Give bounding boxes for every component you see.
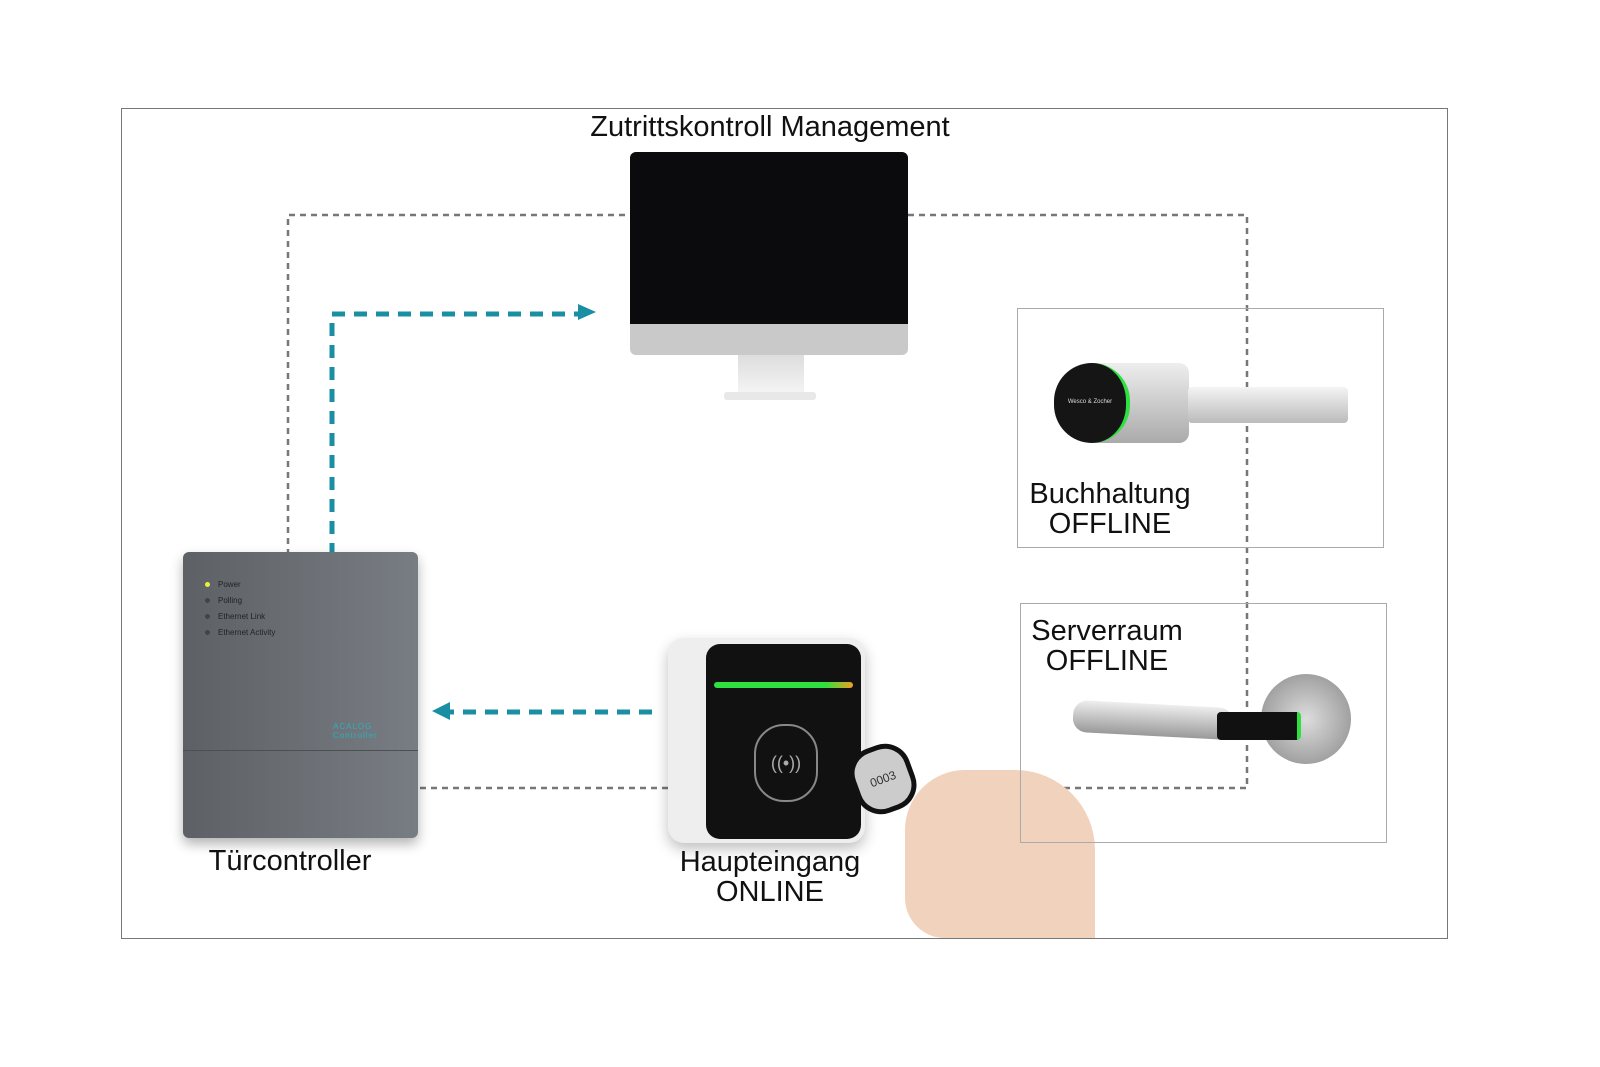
arrow-controller-to-management [329,311,578,556]
key-fob-number: 0003 [868,767,898,791]
door-handle [1072,699,1234,741]
reader-status-light [714,682,853,688]
lock1-brand-logo: Wesco & Zocher [1067,399,1113,405]
led-ethernet-activity: Ethernet Activity [205,624,275,640]
led-ethernet-link: Ethernet Link [205,608,275,624]
led-icon [205,613,210,619]
led-power: Power [205,576,275,592]
reader-name: Haupteingang [679,846,861,878]
monitor-base [724,392,816,400]
led-polling: Polling [205,592,275,608]
controller-logo: ACALOG Controller [333,722,378,740]
diagram-frame [121,108,1448,939]
led-icon [205,629,210,635]
hand [905,770,1095,938]
lock2-status: OFFLINE [1045,645,1169,677]
led-label: Ethernet Link [218,611,266,621]
handle-electronic-unit [1217,712,1301,740]
led-label: Ethernet Activity [218,627,276,637]
led-icon [205,597,210,603]
door-controller: Power Polling Ethernet Link Ethernet Act… [183,552,418,838]
lock1-status: OFFLINE [1048,508,1172,540]
monitor [630,152,908,355]
rfid-icon: ((•)) [754,724,818,802]
arrowhead-right [578,304,596,320]
led-label: Polling [218,595,243,605]
card-reader: ((•)) [668,638,865,843]
led-label: Power [218,579,241,589]
page-title: Zutrittskontroll Management [590,111,950,143]
network-line-left [286,213,630,555]
network-line-right [908,213,1249,790]
lock-cylinder-body [1188,387,1348,423]
arrowhead-left [432,702,450,720]
lock1-name: Buchhaltung [1029,478,1191,510]
led-power-icon [205,581,210,587]
controller-label: Türcontroller [208,845,372,877]
lock2-name: Serverraum [1031,615,1183,647]
monitor-stand [738,355,804,393]
reader-status: ONLINE [716,876,824,908]
cylinder-lock: Wesco & Zocher [1054,363,1189,443]
